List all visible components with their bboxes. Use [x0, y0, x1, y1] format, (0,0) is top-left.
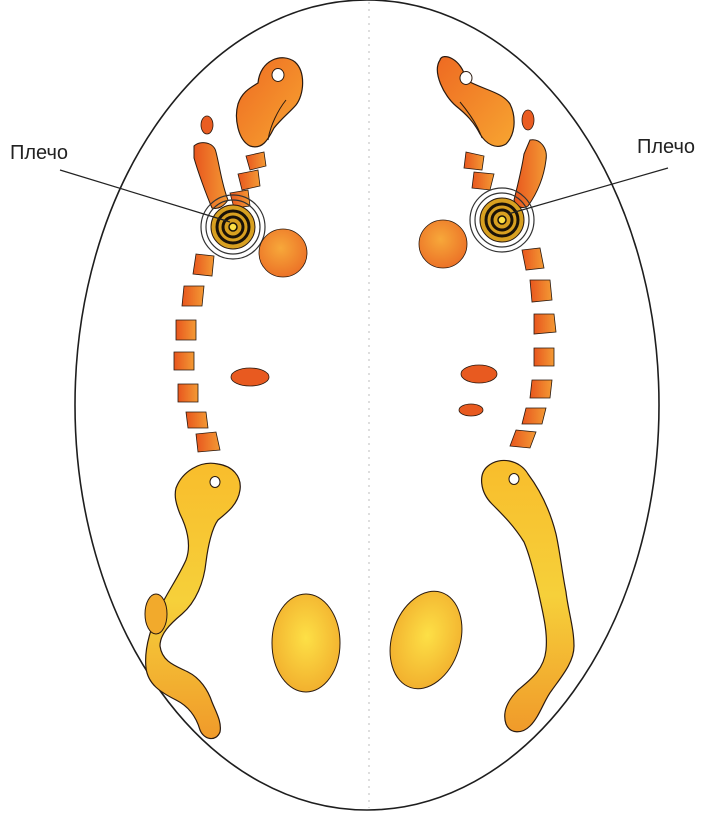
- left-small-oval: [201, 116, 213, 134]
- left-upper-limb: [194, 143, 228, 209]
- left-side: [145, 58, 340, 739]
- left-seg-b: [238, 170, 260, 190]
- right-small-oval: [522, 110, 534, 130]
- right-head-hole: [460, 72, 472, 85]
- left-round-blob: [259, 229, 307, 277]
- right-round-blob: [419, 220, 467, 268]
- right-mid-oval: [461, 365, 497, 383]
- left-limb-nub: [145, 594, 167, 634]
- left-mid-oval: [231, 368, 269, 386]
- left-spine-segments: [174, 254, 220, 452]
- left-shoulder-joint: [201, 195, 265, 259]
- right-lower-limb: [482, 460, 574, 731]
- right-side: [378, 57, 574, 732]
- right-spine-segments: [510, 248, 556, 448]
- right-limb-hole: [509, 474, 519, 485]
- shoulder-label-right: Плечо: [637, 136, 695, 159]
- left-seg-a: [246, 152, 266, 170]
- shoulder-label-left: Плечо: [10, 142, 68, 165]
- left-big-oval: [272, 594, 340, 692]
- right-head-blob: [437, 57, 514, 147]
- right-small-mid-oval: [459, 404, 483, 416]
- right-big-oval: [378, 582, 474, 698]
- right-seg-b: [472, 172, 494, 190]
- right-upper-limb: [514, 140, 546, 208]
- left-limb-hole: [210, 477, 220, 488]
- left-head-hole: [272, 69, 284, 82]
- right-shoulder-joint: [470, 188, 534, 252]
- right-seg-a: [464, 152, 484, 170]
